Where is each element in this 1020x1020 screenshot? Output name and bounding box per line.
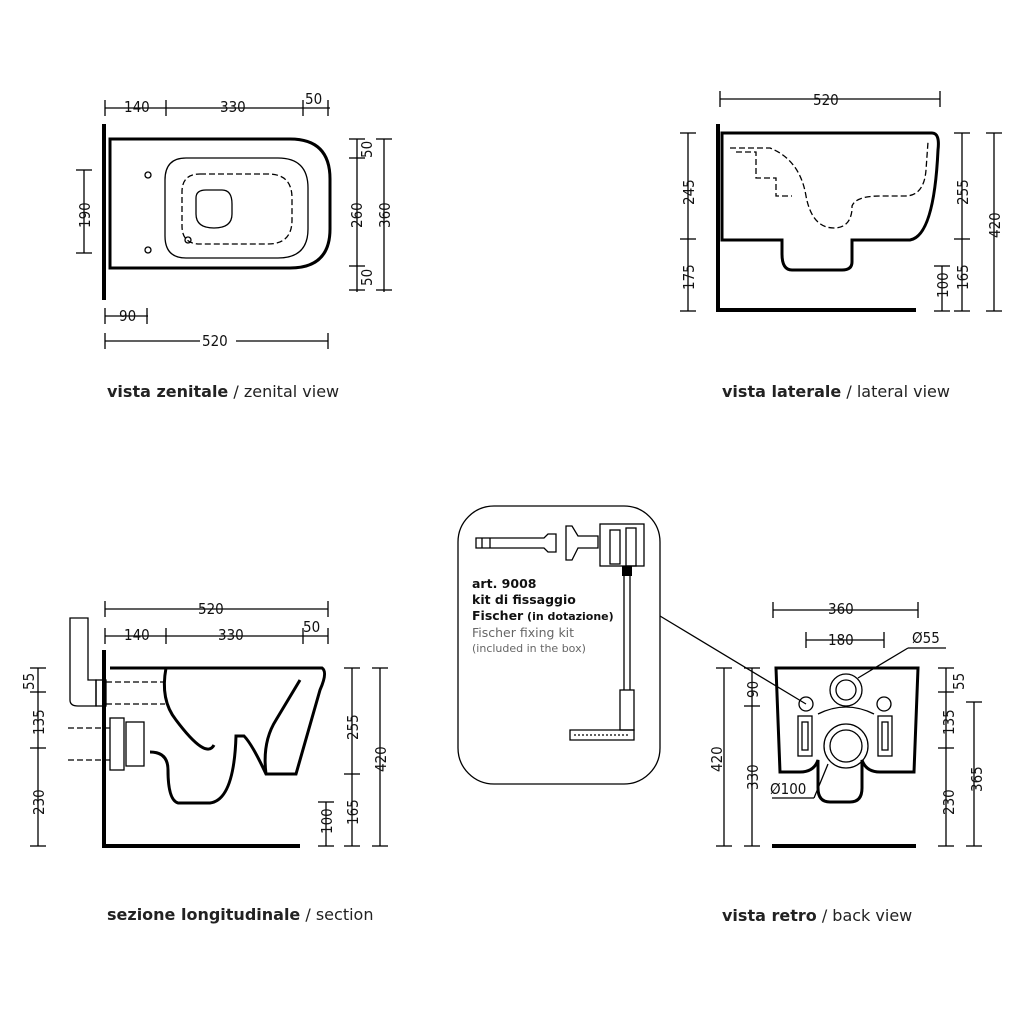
zenital-dim-right-50b: 50 bbox=[358, 269, 376, 286]
kit-name-en: Fischer fixing kit bbox=[472, 625, 575, 640]
lateral-view: 520 245 175 100 255 165 420 bbox=[680, 91, 1004, 312]
caption-lateral-view: vista laterale / lateral view bbox=[722, 382, 950, 401]
section-view: 520 140 330 50 55 135 230 100 255 165 42… bbox=[20, 600, 390, 848]
caption-section-bold: sezione longitudinale bbox=[107, 905, 301, 924]
kit-name-it: kit di fissaggio bbox=[472, 592, 576, 607]
kit-included-en: (included in the box) bbox=[472, 642, 586, 655]
lateral-dim-left-175: 175 bbox=[680, 264, 698, 290]
back-dim-top-180: 180 bbox=[828, 631, 854, 649]
zenital-dim-right-360: 360 bbox=[376, 202, 394, 228]
back-dim-right-135: 135 bbox=[940, 709, 958, 735]
section-dim-right-420: 420 bbox=[372, 746, 390, 772]
back-hole-small-label: Ø55 bbox=[912, 629, 940, 647]
zenital-dim-bottom-520: 520 bbox=[202, 332, 228, 350]
zenital-dim-bottom-90: 90 bbox=[119, 307, 136, 325]
caption-lateral-rest: lateral view bbox=[856, 382, 950, 401]
section-dim-top-50: 50 bbox=[303, 618, 320, 636]
section-dim-left-135: 135 bbox=[30, 709, 48, 735]
zenital-dim-left-190: 190 bbox=[76, 202, 94, 228]
kit-included-it: (in dotazione) bbox=[523, 610, 614, 623]
zenital-dim-top-330: 330 bbox=[220, 98, 246, 116]
caption-zenital-rest: zenital view bbox=[243, 382, 340, 401]
lateral-dim-right-255: 255 bbox=[954, 179, 972, 205]
back-dim-top-360: 360 bbox=[828, 600, 854, 618]
caption-lateral-bold: vista laterale bbox=[722, 382, 842, 401]
back-dim-left-90: 90 bbox=[744, 681, 762, 698]
caption-section-sep: / bbox=[300, 905, 316, 924]
section-dim-top-140: 140 bbox=[124, 626, 150, 644]
section-dim-top-520: 520 bbox=[198, 600, 224, 618]
back-dim-left-330: 330 bbox=[744, 764, 762, 790]
caption-section-view: sezione longitudinale / section bbox=[107, 905, 373, 924]
back-view: 360 180 Ø55 Ø100 420 90 330 55 135 230 bbox=[708, 600, 986, 848]
back-dim-right-365: 365 bbox=[968, 766, 986, 792]
caption-section-rest: section bbox=[315, 905, 374, 924]
section-dim-top-330: 330 bbox=[218, 626, 244, 644]
kit-brand: Fischer bbox=[472, 608, 524, 623]
caption-zenital-view: vista zenitale / zenital view bbox=[107, 382, 339, 401]
section-dim-right-165: 165 bbox=[344, 799, 362, 825]
lateral-dim-right-420: 420 bbox=[986, 212, 1004, 238]
caption-back-rest: back view bbox=[832, 906, 913, 925]
caption-zenital-bold: vista zenitale bbox=[107, 382, 229, 401]
lateral-dim-inner-100: 100 bbox=[934, 272, 952, 298]
lateral-dim-left-245: 245 bbox=[680, 179, 698, 205]
fixing-kit-panel bbox=[457, 505, 807, 785]
back-dim-right-55: 55 bbox=[950, 673, 968, 690]
back-hole-large-label: Ø100 bbox=[770, 780, 806, 798]
lateral-dim-top-520: 520 bbox=[813, 91, 839, 109]
zenital-dim-top-50: 50 bbox=[305, 90, 322, 108]
section-dim-right-255: 255 bbox=[344, 714, 362, 740]
caption-back-sep: / bbox=[816, 906, 833, 925]
back-dim-left-420: 420 bbox=[708, 746, 726, 772]
back-dim-right-230: 230 bbox=[940, 789, 958, 815]
zenital-view: 140 330 50 190 50 260 50 360 90 520 bbox=[76, 90, 394, 350]
caption-back-view: vista retro / back view bbox=[722, 906, 912, 925]
zenital-dim-right-50a: 50 bbox=[358, 141, 376, 158]
caption-zenital-sep: / bbox=[228, 382, 244, 401]
section-dim-left-230: 230 bbox=[30, 789, 48, 815]
fixing-kit-text: art. 9008 kit di fissaggio Fischer (in d… bbox=[472, 576, 614, 657]
zenital-dim-right-260: 260 bbox=[348, 202, 366, 228]
section-dim-left-55: 55 bbox=[20, 673, 38, 690]
kit-brand-line: Fischer (in dotazione) bbox=[472, 608, 614, 625]
caption-lateral-sep: / bbox=[841, 382, 857, 401]
kit-article: art. 9008 bbox=[472, 576, 537, 591]
caption-back-bold: vista retro bbox=[722, 906, 817, 925]
lateral-dim-right-165: 165 bbox=[954, 264, 972, 290]
zenital-dim-top-140: 140 bbox=[124, 98, 150, 116]
section-dim-inner-100: 100 bbox=[318, 808, 336, 834]
